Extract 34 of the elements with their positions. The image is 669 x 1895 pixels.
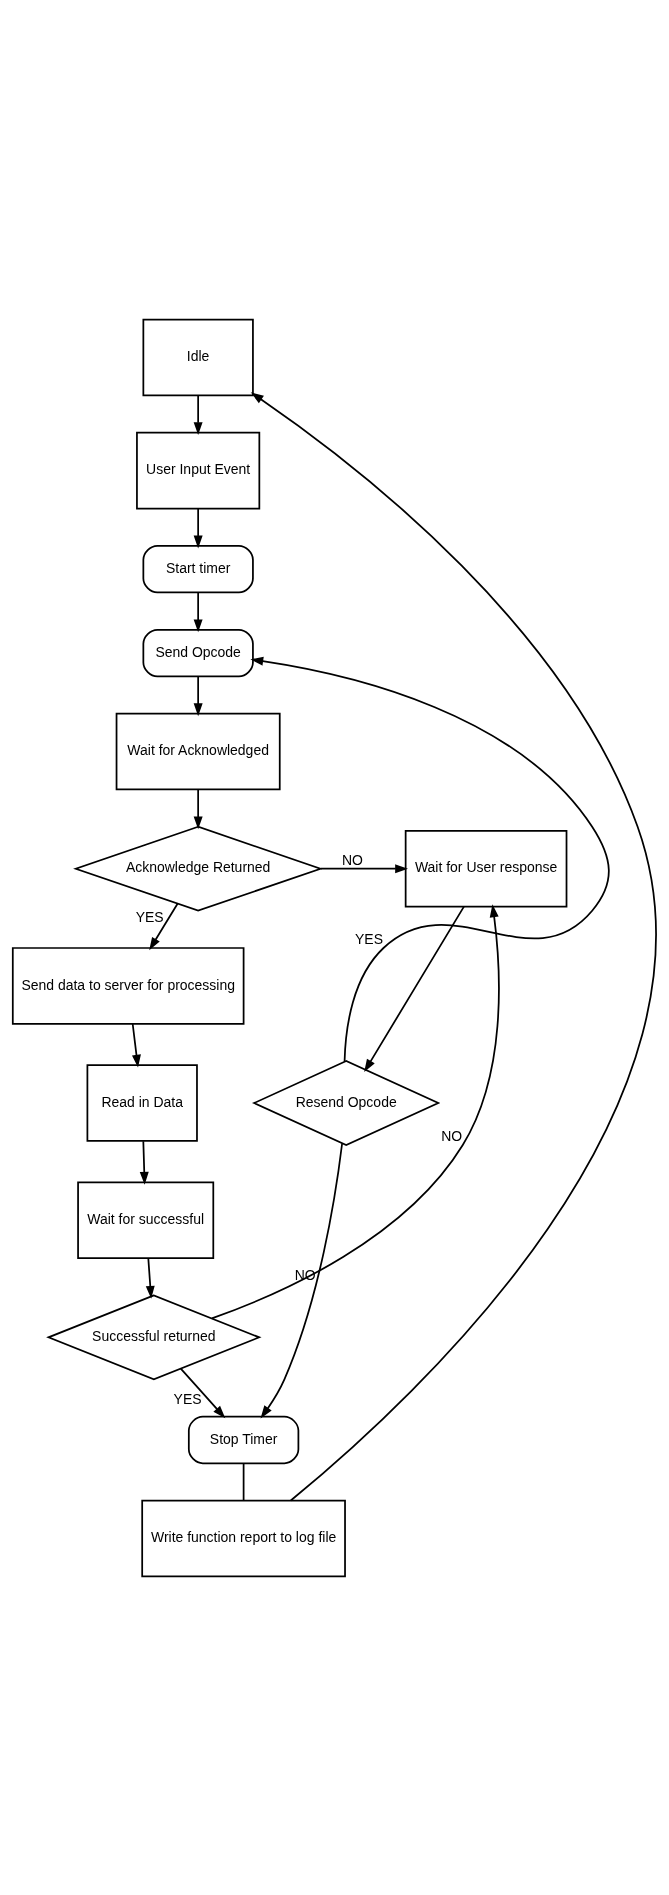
node-box: Idle	[142, 318, 254, 396]
arrow	[250, 391, 656, 1501]
node-box: Wait for successful	[77, 1180, 215, 1259]
node-diamond: Successful returned	[46, 1293, 262, 1380]
edge-label: NO	[341, 851, 363, 868]
arrow	[193, 591, 203, 632]
node-box: Send Opcode	[142, 628, 254, 677]
node-box: Read in Data	[86, 1063, 198, 1142]
arrow	[139, 1139, 149, 1185]
edge-label: NO	[441, 1127, 463, 1144]
arrow	[193, 788, 203, 829]
node-diamond: Acknowledge Returned	[73, 825, 324, 912]
node-box: Wait for Acknowledged	[115, 712, 281, 790]
node-box: User Input Event	[136, 431, 261, 509]
node-box: Stop Timer	[187, 1415, 300, 1464]
arrow	[179, 1367, 226, 1418]
arrow	[193, 394, 203, 435]
arrow	[145, 1256, 155, 1299]
edge-label: YES	[173, 1390, 202, 1407]
arrow	[250, 656, 610, 1062]
arrow	[149, 902, 179, 950]
arrow	[193, 507, 203, 548]
node-box: Wait for User response	[404, 829, 568, 907]
node-box: Write function report to log file	[141, 1499, 346, 1577]
node-box: Start timer	[142, 544, 254, 593]
arrow	[364, 905, 465, 1072]
edge-label: YES	[355, 930, 384, 947]
connector	[242, 1462, 245, 1501]
node-box: Send data to server for processing	[11, 946, 245, 1025]
arrow	[319, 863, 408, 873]
arrow	[211, 903, 500, 1319]
arrow	[131, 1022, 141, 1068]
arrow	[260, 1142, 343, 1418]
arrow	[193, 675, 203, 716]
